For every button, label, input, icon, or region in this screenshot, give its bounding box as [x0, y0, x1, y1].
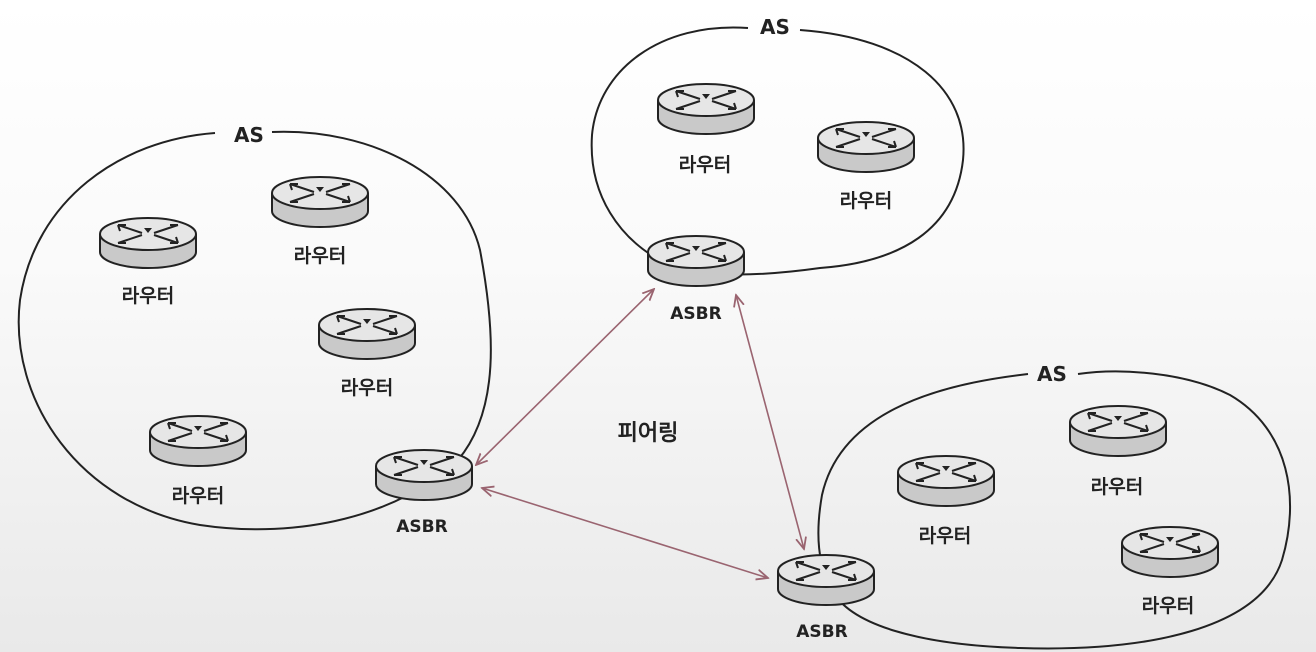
peering-arrow-top-right	[736, 295, 804, 549]
router-label: 라우터	[172, 485, 224, 507]
asbr-top: ASBR	[647, 235, 745, 324]
router-label: 라우터	[1091, 476, 1143, 498]
peering-links	[476, 289, 804, 578]
as-label-top: AS	[760, 15, 790, 39]
as-label-left: AS	[234, 123, 264, 147]
peering-label: 피어링	[618, 421, 679, 446]
router-left-3: 라우터	[318, 308, 416, 399]
asbr-label: ASBR	[796, 622, 847, 642]
router-label: 라우터	[122, 285, 174, 307]
router-left-1: 라우터	[99, 217, 197, 307]
asbr-label: ASBR	[396, 517, 447, 537]
router-right-2: 라우터	[1069, 405, 1167, 498]
router-label: 라우터	[341, 377, 393, 399]
as-region-right: AS 라우터 라우터 라우터 ASBR	[777, 362, 1292, 650]
as-label-right: AS	[1037, 362, 1067, 386]
as-region-top: AS 라우터 라우터 ASBR	[590, 15, 965, 324]
router-top-1: 라우터	[657, 83, 755, 176]
router-label: 라우터	[919, 525, 971, 547]
as-boundary-top	[590, 26, 965, 276]
as-boundary-right	[817, 370, 1292, 650]
router-label: 라우터	[679, 154, 731, 176]
router-right-1: 라우터	[897, 455, 995, 547]
peering-arrow-left-right	[482, 488, 768, 578]
as-region-left: AS 라우터 라우터 라우터 라우터 ASBR	[17, 123, 492, 537]
router-label: 라우터	[840, 190, 892, 212]
router-left-4: 라우터	[149, 415, 247, 507]
asbr-right: ASBR	[777, 554, 875, 642]
router-right-3: 라우터	[1121, 526, 1219, 617]
router-label: 라우터	[1142, 595, 1194, 617]
router-left-2: 라우터	[271, 176, 369, 267]
peering-arrow-left-top	[476, 289, 654, 465]
asbr-label: ASBR	[670, 304, 721, 324]
as-boundary-left	[17, 130, 492, 531]
asbr-left: ASBR	[375, 449, 473, 537]
router-top-2: 라우터	[817, 121, 915, 212]
router-label: 라우터	[294, 245, 346, 267]
